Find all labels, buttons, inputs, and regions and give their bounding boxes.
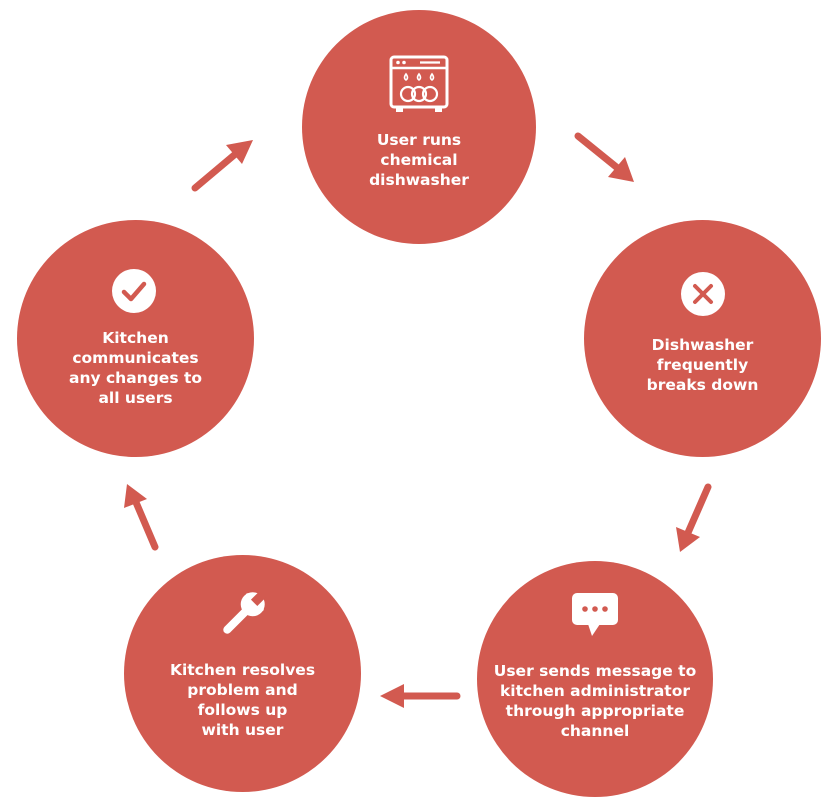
label-line: User runs <box>376 131 462 149</box>
node-dishwasher-breaks: Dishwasher frequently breaks down <box>584 220 821 457</box>
x-circle-icon <box>681 272 725 316</box>
label-line: through appropriate <box>505 702 685 720</box>
arrow-breaks-to-message <box>676 483 712 552</box>
label-line: Dishwasher <box>651 336 754 354</box>
label-line: problem and <box>187 681 298 699</box>
node-label: User sends message to kitchen administra… <box>477 661 713 741</box>
label-line: channel <box>560 722 630 740</box>
node-user-sends-message: User sends message to kitchen administra… <box>477 561 713 797</box>
wrench-icon <box>223 591 266 634</box>
chat-bubble-icon <box>572 593 618 636</box>
dishwasher-icon <box>389 55 449 112</box>
node-label: Kitchen resolves problem and follows up … <box>124 660 361 740</box>
node-kitchen-communicates: Kitchen communicates any changes to all … <box>17 220 254 457</box>
node-kitchen-resolves: Kitchen resolves problem and follows up … <box>124 555 361 792</box>
node-label: Dishwasher frequently breaks down <box>584 335 821 395</box>
arrow-resolve-to-communicate <box>124 484 159 551</box>
label-line: kitchen administrator <box>499 682 690 700</box>
node-label: Kitchen communicates any changes to all … <box>17 328 254 408</box>
check-circle-icon <box>112 269 156 313</box>
label-line: all users <box>98 389 173 407</box>
arrow-communicate-to-run <box>191 140 253 192</box>
label-line: with user <box>201 721 284 739</box>
label-line: Kitchen <box>102 329 169 347</box>
node-user-runs-dishwasher: User runs chemical dishwasher <box>302 10 536 244</box>
label-line: dishwasher <box>369 171 469 189</box>
arrow-run-to-breaks <box>574 132 634 182</box>
label-line: User sends message to <box>493 662 697 680</box>
label-line: follows up <box>197 701 288 719</box>
label-line: chemical <box>380 151 458 169</box>
label-line: breaks down <box>646 376 759 394</box>
label-line: Kitchen resolves <box>169 661 316 679</box>
arrow-message-to-resolve <box>380 684 461 708</box>
label-line: any changes to <box>69 369 202 387</box>
node-label: User runs chemical dishwasher <box>302 130 536 190</box>
label-line: frequently <box>656 356 749 374</box>
label-line: communicates <box>72 349 199 367</box>
